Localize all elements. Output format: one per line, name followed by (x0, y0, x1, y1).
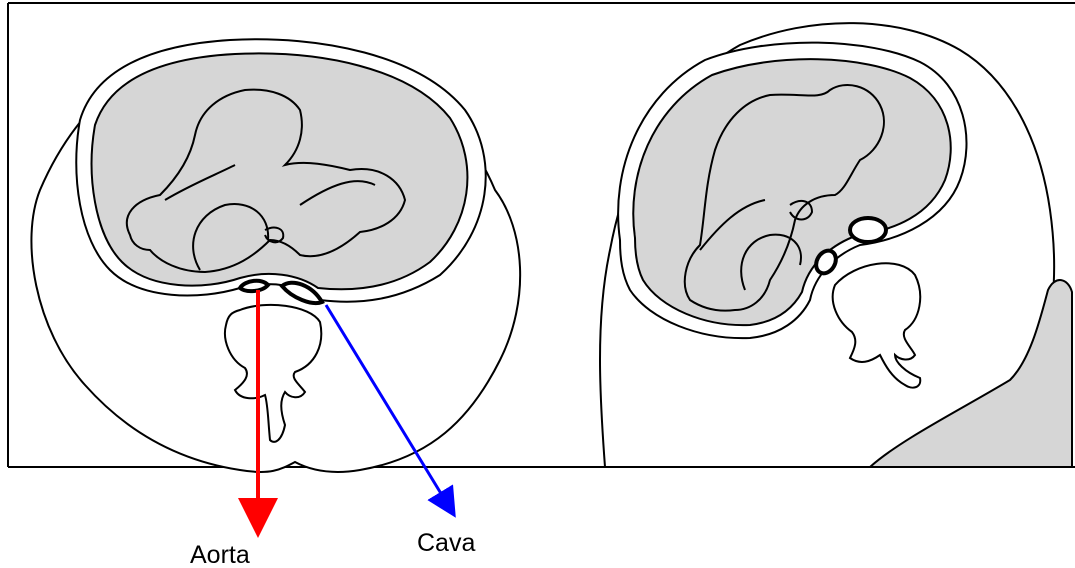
aorta-label: Aorta (190, 541, 250, 568)
cava-label: Cava (417, 529, 475, 557)
aorta-vessel (240, 281, 268, 291)
aorta-vessel-tilted (850, 218, 886, 242)
tilted-cross-section (600, 23, 1072, 467)
supine-cross-section (31, 39, 520, 472)
